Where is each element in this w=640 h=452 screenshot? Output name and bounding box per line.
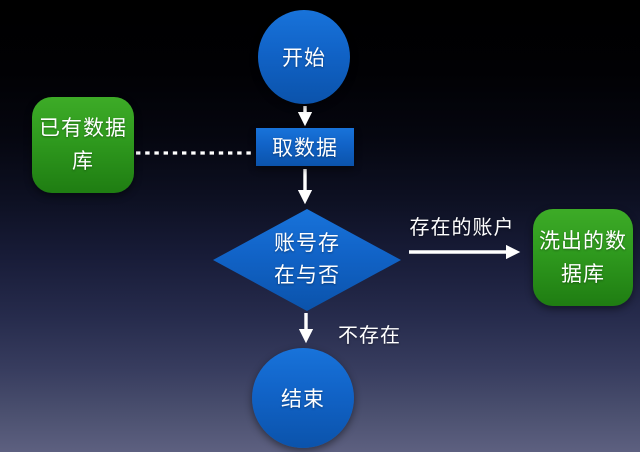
node-decision-line1: 账号存 (274, 232, 340, 255)
edge-label-account-exists: 存在的账户 (409, 217, 515, 239)
node-decision-line2: 在与否 (274, 264, 340, 287)
node-start-label: 开始 (282, 47, 326, 70)
edge-label-not-exists: 不存在 (338, 325, 401, 347)
node-existing-database-label: 已有数据 库 (39, 112, 127, 178)
node-existing-database-line1: 已有数据 (39, 117, 127, 140)
node-fetch-data: 取数据 (256, 128, 354, 166)
node-washed-database-label: 洗出的数 据库 (539, 225, 627, 291)
node-washed-database: 洗出的数 据库 (533, 209, 633, 306)
node-existing-database: 已有数据 库 (32, 97, 134, 193)
node-existing-database-line2: 库 (72, 150, 94, 173)
node-washed-database-line2: 据库 (561, 262, 605, 286)
node-start: 开始 (258, 10, 350, 104)
node-washed-database-line1: 洗出的数 (539, 229, 627, 253)
node-fetch-data-label: 取数据 (272, 137, 338, 160)
node-end: 结束 (252, 348, 354, 448)
node-end-label: 结束 (281, 388, 325, 411)
node-decision-label: 账号存 在与否 (274, 228, 340, 292)
